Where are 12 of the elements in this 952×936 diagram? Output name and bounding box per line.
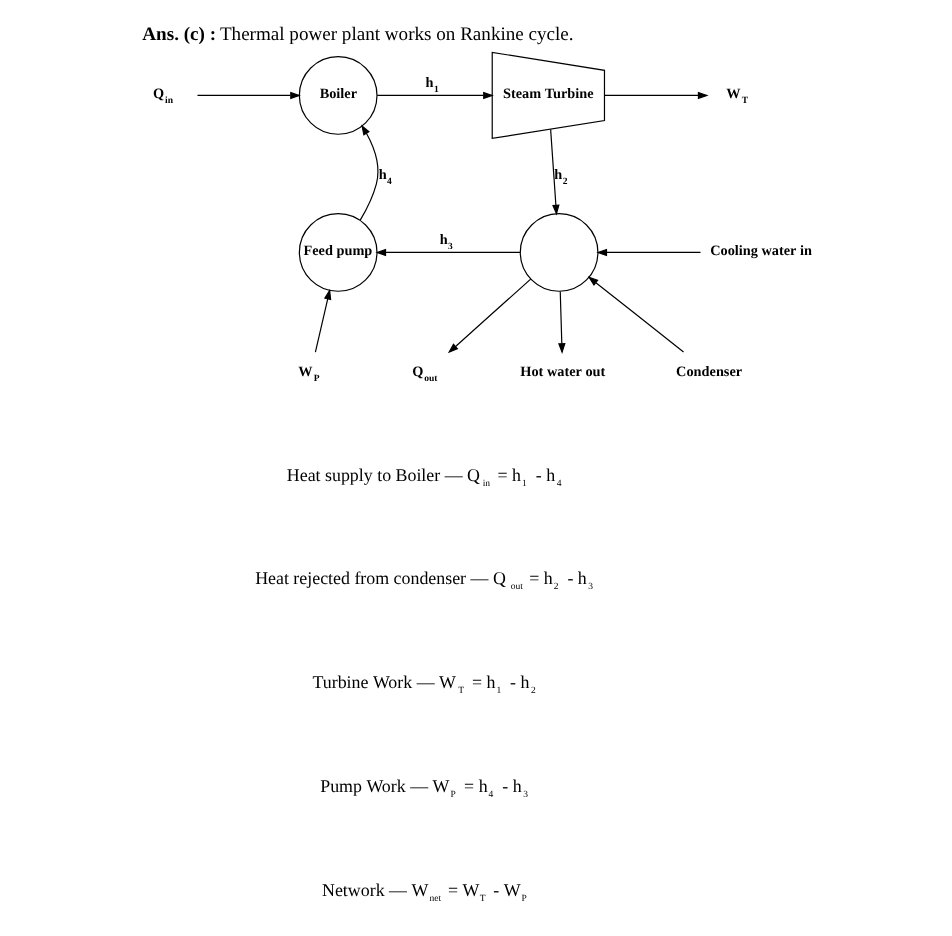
arrow [586, 276, 684, 353]
arrow [595, 248, 701, 257]
arrow [195, 91, 300, 100]
arrow [557, 290, 565, 354]
arrow [374, 248, 520, 257]
arrow [313, 288, 331, 353]
arrow [446, 278, 531, 354]
arrow [375, 91, 493, 100]
arrow [603, 91, 708, 100]
arrow [358, 124, 378, 221]
diagram-title: Ans. (c) : Thermal power plant works on Rankine cycle. [141, 24, 573, 47]
arrow [549, 128, 559, 216]
